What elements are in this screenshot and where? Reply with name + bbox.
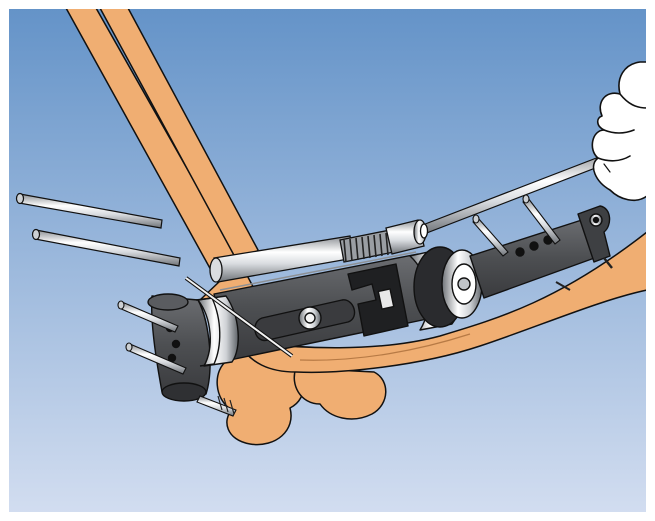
bone-icon [65, 7, 648, 446]
bone-pins [117, 194, 613, 417]
fixator-icon [147, 205, 611, 402]
rod-spring [339, 229, 395, 263]
telescoping-rod [209, 219, 429, 283]
frame-border [7, 7, 648, 514]
gloved-hand-icon [591, 61, 648, 202]
left-clamp [150, 295, 211, 395]
pin-icon [15, 192, 181, 267]
bracket [347, 263, 409, 337]
